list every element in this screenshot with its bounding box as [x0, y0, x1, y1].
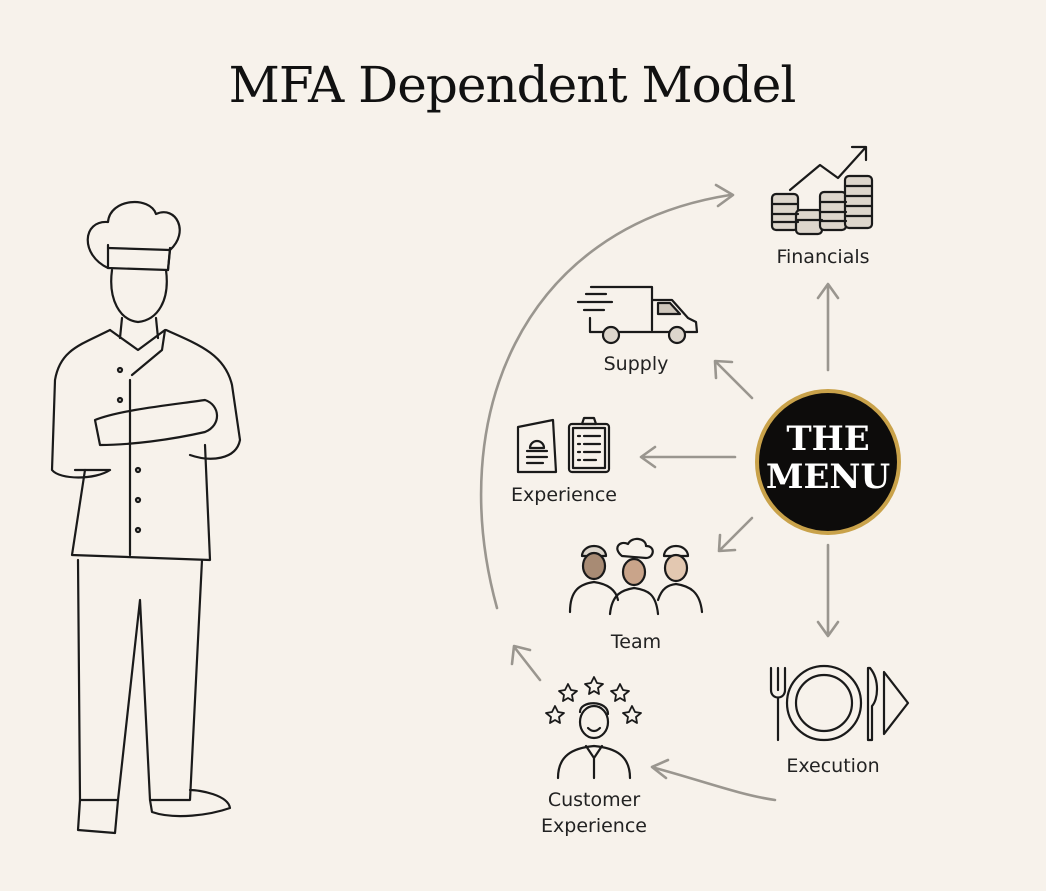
label-experience: Experience [511, 484, 617, 506]
menu-arrows [639, 282, 840, 638]
place-setting-icon [769, 664, 910, 742]
team-icon [568, 537, 704, 616]
label-supply: Supply [604, 353, 669, 375]
customer-to-arc-arrow [510, 644, 542, 682]
label-customer-line1: Customer [548, 789, 640, 811]
chef-illustration [50, 201, 242, 835]
menu-line1: THE [786, 419, 869, 459]
label-financials: Financials [776, 246, 869, 268]
execution-to-customer-arrow [650, 758, 777, 802]
customer-rating-icon [545, 676, 642, 780]
feedback-arc [479, 193, 732, 610]
the-menu-badge: THE MENU [755, 389, 901, 535]
menu-clipboard-icon [516, 416, 611, 474]
coins-chart-icon [770, 145, 874, 236]
label-customer-line2: Experience [541, 815, 647, 837]
label-execution: Execution [786, 755, 879, 777]
delivery-truck-icon [576, 285, 699, 345]
arc-arrowhead [714, 183, 735, 208]
diagram-title: MFA Dependent Model [229, 56, 796, 114]
label-team: Team [610, 631, 661, 653]
menu-line2: MENU [766, 457, 890, 497]
